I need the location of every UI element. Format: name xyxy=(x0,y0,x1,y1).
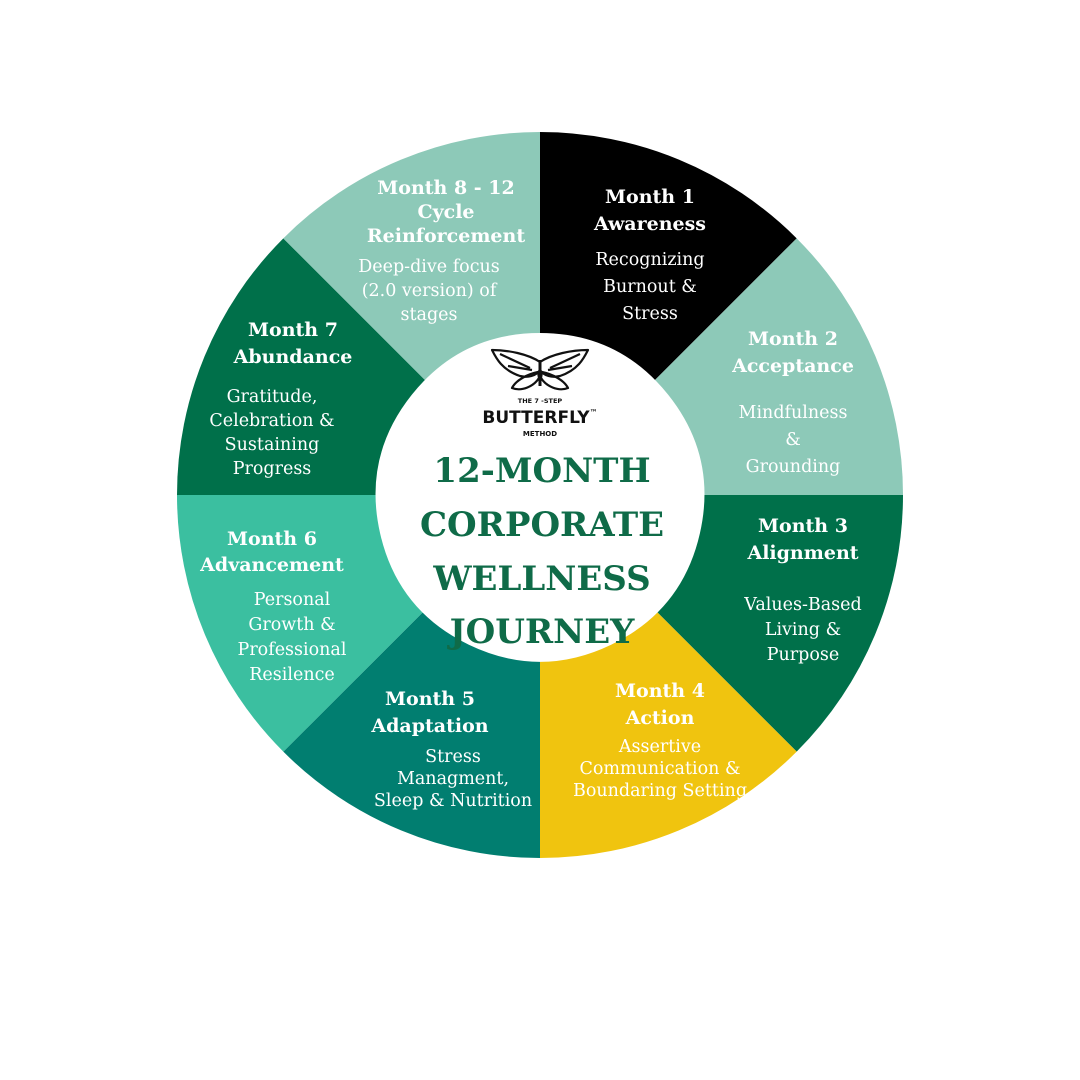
segment-desc-line: Deep-dive focus xyxy=(358,257,500,277)
segment-desc-line: Grounding xyxy=(746,457,841,477)
segment-desc-line: Managment, xyxy=(397,769,509,789)
center-title-line: WELLNESS xyxy=(432,559,650,599)
segment-title-line: Awareness xyxy=(593,213,706,235)
segment-title-line: Month 5 xyxy=(385,688,475,710)
segment-desc-line: Sleep & Nutrition xyxy=(374,791,532,811)
segment-desc-line: Stress xyxy=(425,747,481,767)
segment-title-line: Action xyxy=(625,707,695,729)
segment-title-line: Alignment xyxy=(746,542,858,564)
segment-title-line: Month 3 xyxy=(758,515,848,537)
segment-desc-line: Boundaring Setting xyxy=(573,781,747,801)
segment-desc-line: Purpose xyxy=(767,645,840,665)
segment-desc-line: & xyxy=(785,430,801,450)
segment-desc-line: Assertive xyxy=(618,737,701,757)
segment-title-line: Adaptation xyxy=(370,715,488,737)
segment-desc-line: Communication & xyxy=(579,759,740,779)
segment-desc-line: Burnout & xyxy=(603,277,697,297)
logo-name-line: BUTTERFLY™ xyxy=(482,408,597,428)
segment-title-line: Month 2 xyxy=(748,328,838,350)
butterfly-logo: THE 7 -STEP BUTTERFLY™ METHOD xyxy=(482,348,598,438)
segment-desc-line: Stress xyxy=(622,304,678,324)
segment-desc-line: Values-Based xyxy=(743,595,861,615)
segment-title-line: Month 8 - 12 xyxy=(377,177,515,199)
segment-title-line: Reinforcement xyxy=(367,225,525,247)
logo-trademark: ™ xyxy=(590,408,598,417)
center-hub xyxy=(375,333,705,662)
segment-title-line: Cycle xyxy=(417,201,474,223)
logo-tagline: THE 7 -STEP xyxy=(518,397,563,405)
segment-desc-line: Growth & xyxy=(248,615,335,635)
segment-desc-line: stages xyxy=(401,305,458,325)
segment-desc-line: Resilence xyxy=(249,665,335,685)
center-title-line: JOURNEY xyxy=(447,612,636,652)
segment-title-line: Month 4 xyxy=(615,680,705,702)
segment-desc-line: Gratitude, xyxy=(227,387,318,407)
segment-desc-line: Progress xyxy=(233,459,312,479)
segment-desc-line: Professional xyxy=(238,640,347,660)
segment-title-line: Acceptance xyxy=(731,355,854,377)
center-title-line: CORPORATE xyxy=(420,505,664,545)
segment-title-line: Month 1 xyxy=(605,186,695,208)
segment-title-line: Abundance xyxy=(233,346,353,368)
segment-label-month-8-12: Month 8 - 12CycleReinforcementDeep-dive … xyxy=(358,177,525,325)
segment-desc-line: Recognizing xyxy=(595,250,704,270)
segment-desc-line: Living & xyxy=(765,620,841,640)
segment-desc-line: Sustaining xyxy=(225,435,320,455)
segment-title-line: Advancement xyxy=(199,554,344,576)
segment-title-line: Month 7 xyxy=(248,319,338,341)
center-title-line: 12-MONTH xyxy=(433,451,650,491)
logo-method: METHOD xyxy=(523,430,557,438)
center-title: 12-MONTH CORPORATE WELLNESS JOURNEY xyxy=(420,451,664,652)
segment-desc-line: Mindfulness xyxy=(739,403,848,423)
segment-title-line: Month 6 xyxy=(227,528,317,550)
segment-desc-line: Personal xyxy=(254,590,331,610)
logo-name: BUTTERFLY xyxy=(482,408,590,428)
segment-desc-line: (2.0 version) of xyxy=(362,281,498,301)
butterfly-icon xyxy=(490,348,590,391)
segment-desc-line: Celebration & xyxy=(209,411,334,431)
